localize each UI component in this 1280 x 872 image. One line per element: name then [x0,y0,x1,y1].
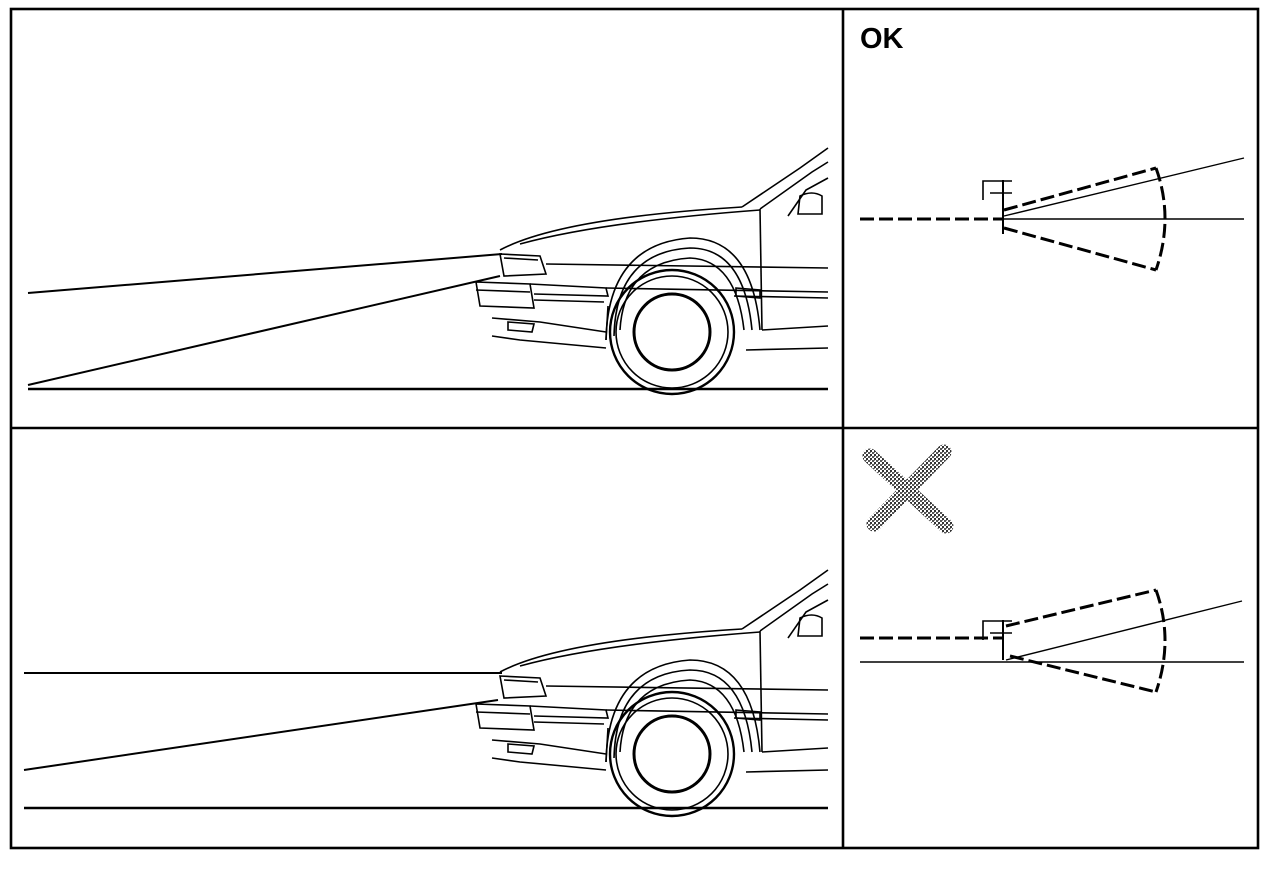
ok-label: OK [860,23,904,55]
panel-grid [9,7,1260,850]
cross-mark-icon [862,444,954,534]
beam-pattern-correct: OK [860,23,1245,272]
beam-pattern-incorrect [860,444,1244,694]
light-beam-incorrect [23,672,502,771]
car-correct-aim [27,147,829,396]
car-incorrect-aim [23,569,829,818]
light-beam-correct [27,253,503,386]
